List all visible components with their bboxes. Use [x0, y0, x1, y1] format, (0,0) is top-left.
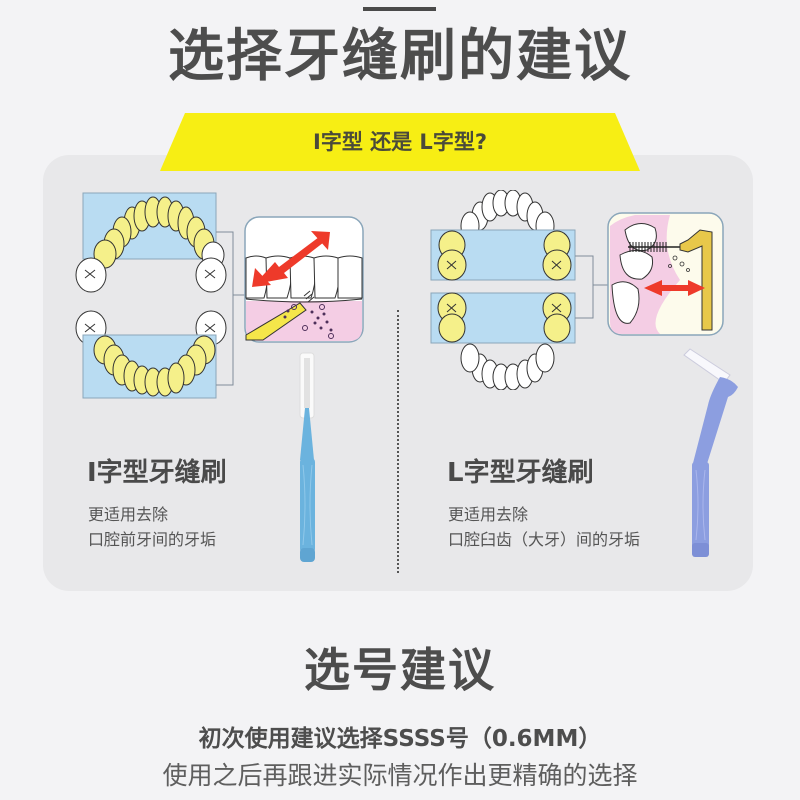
size-section-title: 选号建议 — [304, 643, 496, 697]
size-recommendation: 初次使用建议选择SSSS号（0.6MM） — [198, 726, 602, 752]
size-followup-note: 使用之后再跟进实际情况作出更精确的选择 — [162, 761, 638, 790]
l-type-teeth-diagram — [430, 190, 724, 390]
l-type-desc-line2: 口腔臼齿（大牙）间的牙垢 — [448, 530, 641, 549]
banner-shape — [160, 113, 640, 171]
dotted-divider — [397, 310, 399, 573]
top-rule — [363, 7, 436, 11]
question-banner: I字型 还是 L字型? — [160, 113, 640, 171]
i-type-title: I字型牙缝刷 — [87, 458, 227, 488]
banner-text: I字型 还是 L字型? — [313, 130, 487, 154]
i-type-desc-line1: 更适用去除 — [88, 505, 169, 524]
i-type-desc-line2: 口腔前牙间的牙垢 — [88, 530, 217, 549]
l-type-brush-icon — [683, 348, 738, 557]
l-type-title: L字型牙缝刷 — [447, 458, 594, 488]
i-type-brush-icon — [299, 352, 315, 562]
l-type-desc-line1: 更适用去除 — [448, 505, 529, 524]
i-type-teeth-diagram — [75, 192, 364, 399]
page-title: 选择牙缝刷的建议 — [168, 24, 632, 89]
